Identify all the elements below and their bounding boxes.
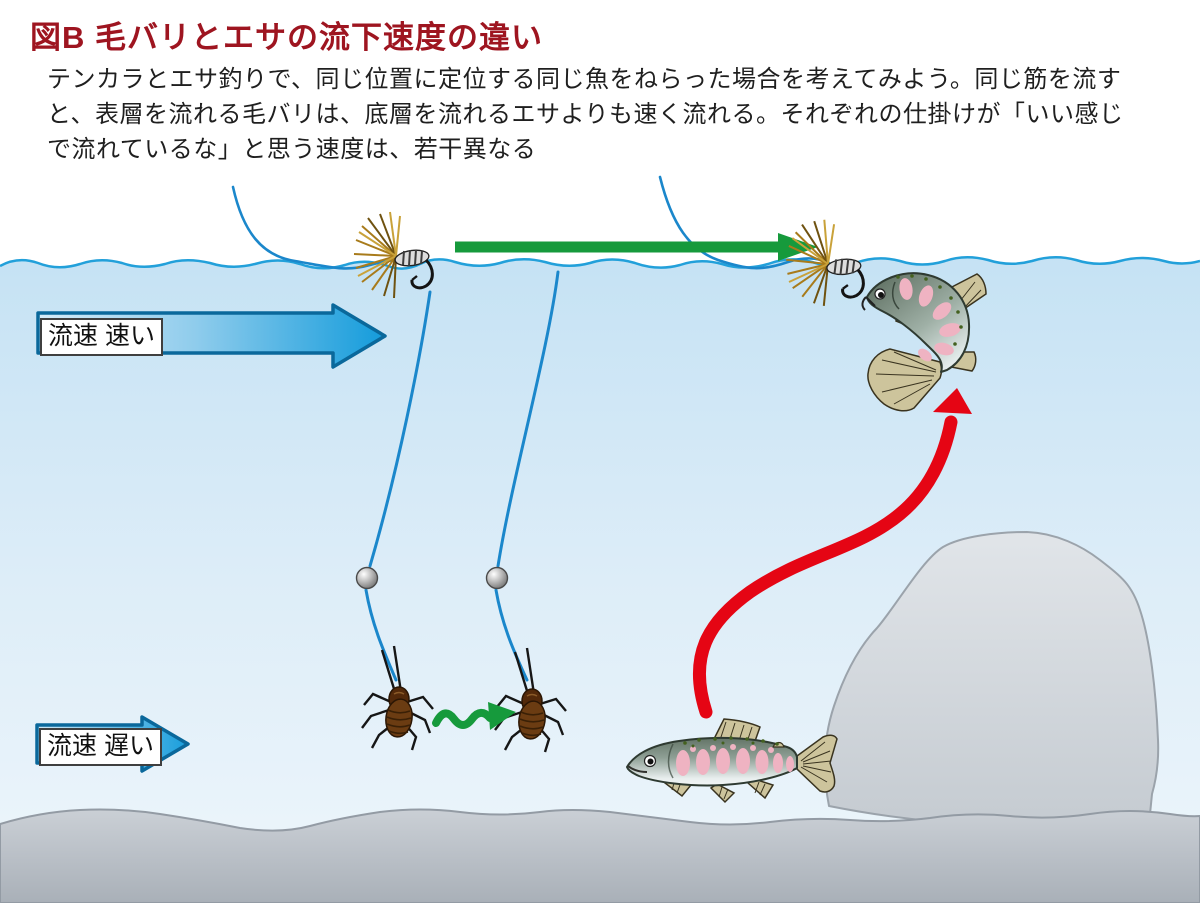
water-surface-line [0, 256, 1200, 270]
trout-holding-icon [626, 718, 838, 804]
split-shot-icon [355, 566, 379, 590]
fly-line-2 [658, 175, 833, 270]
bait-line-2-upper [496, 270, 560, 568]
bait-lines [364, 270, 560, 682]
description-line-1: テンカラとエサ釣りで、同じ位置に定位する同じ魚をねらった場合を考えてみよう。同じ… [47, 66, 1122, 93]
figure-title: 図B 毛バリとエサの流下速度の違い [30, 20, 543, 55]
bait-line-2-lower [494, 588, 529, 682]
rise-arrow [692, 388, 972, 719]
tenkara-lines [231, 175, 833, 270]
flow-slow-label: 流速 遅い [39, 728, 162, 766]
figure-description: テンカラとエサ釣りで、同じ位置に定位する同じ魚をねらった場合を考えてみよう。同じ… [47, 62, 1124, 167]
fly-line-1 [231, 185, 405, 270]
fast-drift-arrow [455, 233, 818, 261]
description-line-3: で流れているな」と思う速度は、若干異なる [47, 136, 537, 163]
slow-drift-arrow [432, 702, 516, 730]
description-line-2: と、表層を流れる毛バリは、底層を流れるエサよりも速く流れる。それぞれの仕掛けが「… [47, 101, 1124, 128]
riverbed [0, 808, 1200, 903]
bait-line-1-lower [364, 588, 398, 682]
flow-fast-label: 流速 速い [40, 318, 163, 356]
split-shot-icon [485, 566, 509, 590]
bait-line-1-upper [368, 290, 432, 568]
trout-rising-icon [861, 272, 987, 412]
